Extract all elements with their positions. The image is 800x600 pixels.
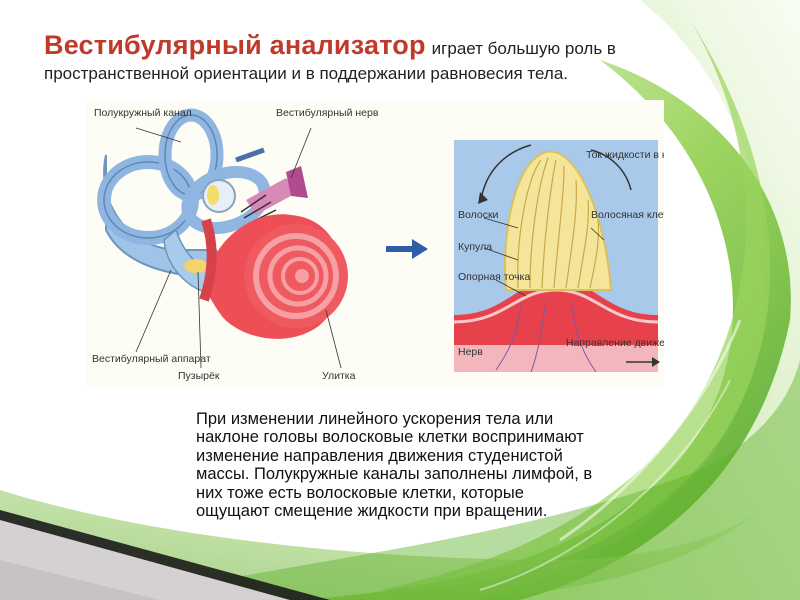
inner-ear-illustration <box>97 108 348 339</box>
title-continuation: играет большую роль в <box>431 39 616 58</box>
label-cochlea: Улитка <box>322 370 356 382</box>
arrow-right-icon <box>386 239 428 259</box>
vestibular-diagram: Полукружный канал Вестибулярный нерв Вес… <box>86 100 696 388</box>
title-highlight: Вестибулярный анализатор <box>44 30 426 60</box>
label-fluid-flow: Ток жидкости в канале <box>586 149 664 161</box>
label-nerve: Нерв <box>458 346 483 358</box>
cupula-illustration <box>453 140 660 373</box>
label-hair-cell: Волосяная клетка <box>591 209 664 221</box>
label-movement-direction: Направление движения <box>566 337 664 349</box>
label-cupula: Купула <box>458 241 492 253</box>
label-hairs: Волоски <box>458 209 499 221</box>
label-vesicle: Пузырёк <box>178 370 220 382</box>
slide-title: Вестибулярный анализатор играет большую р… <box>44 30 784 61</box>
description-paragraph: При изменении линейного ускорения тела и… <box>196 410 593 521</box>
label-vestibular-nerve: Вестибулярный нерв <box>276 107 379 119</box>
label-semicircular-canal: Полукружный канал <box>94 107 192 119</box>
label-vestibular-apparatus: Вестибулярный аппарат <box>92 353 211 365</box>
label-support-point: Опорная точка <box>458 271 530 283</box>
title-second-line: пространственной ориентации и в поддержа… <box>44 64 569 83</box>
